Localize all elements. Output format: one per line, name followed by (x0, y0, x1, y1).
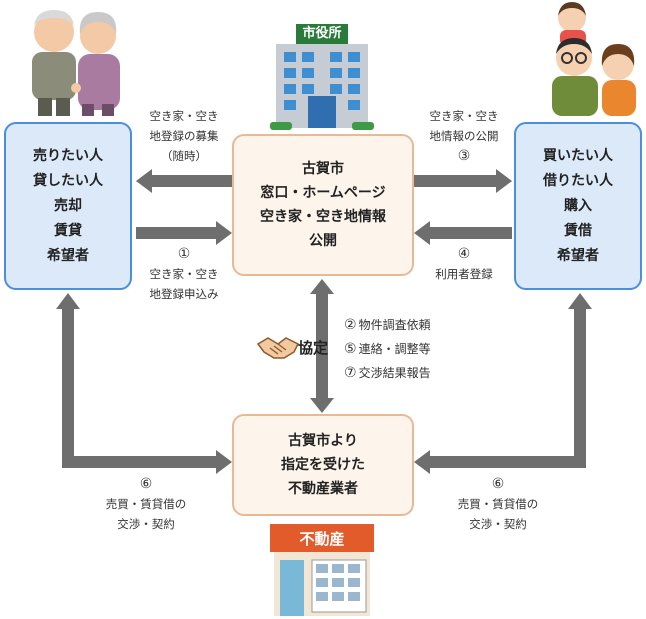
label-negotiate-right-number: ⑥ (491, 476, 505, 492)
label-recruit: 空き家・空き 地登録の募集 （随時） (136, 106, 232, 166)
label-apply-number: ① (177, 246, 191, 262)
arrow-city-to-buyer (414, 169, 512, 193)
buyer-line-1: 買いたい人 (543, 147, 613, 164)
agent-line-3: 不動産業者 (288, 481, 358, 497)
agent-line-2: 指定を受けた (281, 457, 365, 473)
seller-line-1: 売りたい人 (33, 147, 103, 164)
label-negotiate-left-line-2: 交渉・契約 (117, 517, 175, 531)
label-negotiate-right-line-1: 売買・賃貸借の (457, 497, 539, 511)
label-negotiate-right-line-2: 交渉・契約 (469, 517, 527, 531)
arrow-city-agent (310, 279, 334, 413)
seller-box: 売りたい人 貸したい人 売却 賃貸 希望者 (4, 122, 132, 290)
city-line-2: 窓口・ホームページ (260, 185, 386, 201)
city-hall-building-illustration (270, 24, 374, 130)
family-illustration (552, 2, 636, 116)
buyer-line-5: 希望者 (557, 247, 599, 264)
label-recruit-line-1: 空き家・空き (149, 109, 219, 123)
label-register-line-1: 利用者登録 (435, 267, 493, 281)
label-register-number: ④ (457, 246, 471, 262)
arrow-buyer-to-city (414, 221, 512, 245)
handshake-icon (256, 337, 300, 359)
step-text: 交渉結果報告 (358, 366, 431, 380)
step-number: ② (344, 317, 357, 333)
city-line-4: 公開 (309, 233, 337, 249)
label-negotiate-left-number: ⑥ (139, 476, 153, 492)
buyer-line-2: 借りたい人 (543, 172, 613, 189)
label-publish-line-1: 空き家・空き (429, 109, 499, 123)
label-apply-line-1: 空き家・空き (149, 267, 219, 281)
buyer-box: 買いたい人 借りたい人 購入 賃借 希望者 (514, 122, 642, 290)
label-apply: ① 空き家・空き 地登録申込み (136, 244, 232, 304)
agent-box: 古賀市より 指定を受けた 不動産業者 (232, 414, 414, 516)
real-estate-shop-illustration (270, 524, 374, 616)
seller-line-3: 売却 (54, 197, 82, 214)
label-publish: 空き家・空き 地情報の公開 ③ (414, 106, 514, 166)
elderly-couple-illustration (32, 10, 120, 116)
seller-line-2: 貸したい人 (33, 172, 103, 189)
label-publish-number: ③ (457, 148, 471, 164)
seller-line-4: 賃貸 (54, 222, 82, 239)
label-negotiate-left: ⑥ 売買・賃貸借の 交渉・契約 (68, 474, 224, 534)
label-register: ④ 利用者登録 (414, 244, 514, 284)
label-recruit-line-2: 地登録の募集 (149, 129, 219, 143)
city-box: 古賀市 窓口・ホームページ 空き家・空き地情報 公開 (232, 134, 414, 276)
city-hall-sign: 市役所 (302, 26, 342, 41)
seller-line-5: 希望者 (47, 247, 89, 264)
step-text: 物件調査依頼 (358, 318, 431, 332)
label-negotiate-left-line-1: 売買・賃貸借の (105, 497, 187, 511)
label-recruit-line-3: （随時） (161, 149, 207, 163)
label-negotiate-right: ⑥ 売買・賃貸借の 交渉・契約 (420, 474, 576, 534)
arrow-seller-to-city (136, 221, 232, 245)
buyer-line-4: 賃借 (564, 222, 592, 239)
step-number: ⑤ (344, 341, 357, 357)
real-estate-sign: 不動産 (299, 530, 345, 548)
arrow-buyer-agent (414, 293, 592, 474)
buyer-line-3: 購入 (564, 197, 592, 214)
agent-line-1: 古賀市より (288, 433, 358, 449)
label-publish-line-2: 地情報の公開 (429, 129, 499, 143)
arrow-city-to-seller (136, 169, 232, 193)
city-line-1: 古賀市 (302, 161, 344, 177)
step-number: ⑦ (344, 365, 357, 381)
label-apply-line-2: 地登録申込み (149, 287, 219, 301)
city-line-3: 空き家・空き地情報 (260, 209, 386, 225)
step-text: 連絡・調整等 (358, 342, 431, 356)
agreement-label: 協定 (298, 339, 329, 357)
arrow-seller-agent (56, 293, 232, 474)
